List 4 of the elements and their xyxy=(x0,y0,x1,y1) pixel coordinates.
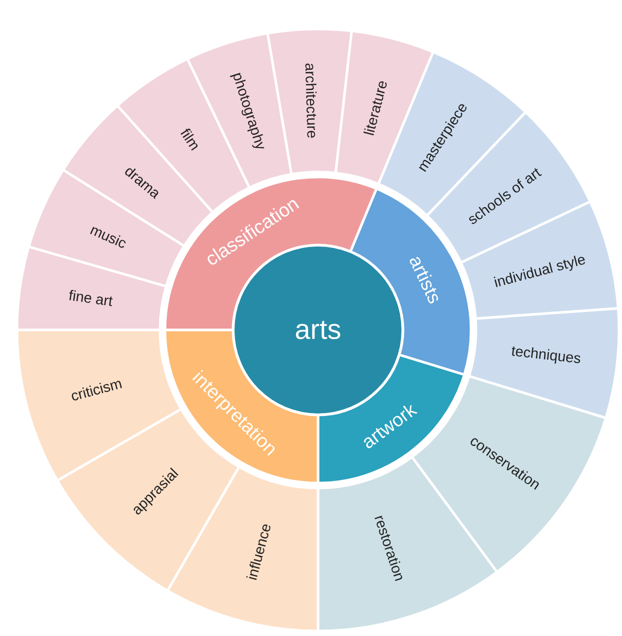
outer-segment: techniques xyxy=(468,307,620,420)
node-label: influence xyxy=(246,524,270,580)
node-label: techniques xyxy=(512,346,580,364)
outer-segment: architecture xyxy=(266,28,353,176)
